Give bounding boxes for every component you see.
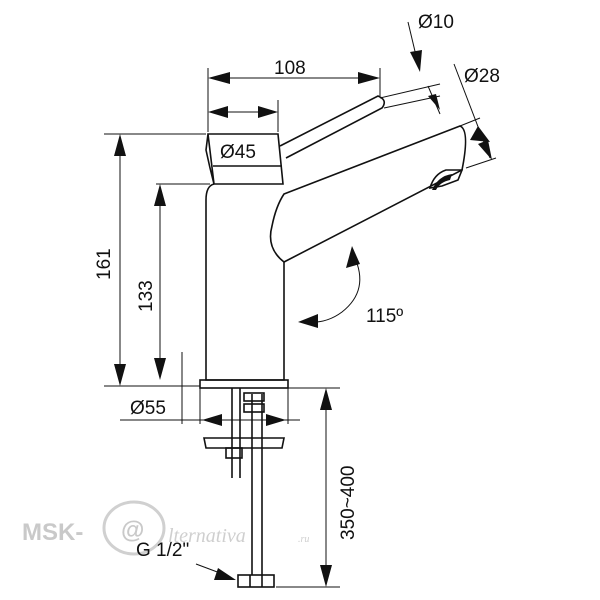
dim-hose-length-label: 350~400 <box>338 466 359 541</box>
hose-nut-top <box>243 392 265 402</box>
dim-base-diameter: Ø55 <box>120 352 300 426</box>
faucet-outline <box>199 95 467 588</box>
fixing-washer <box>203 437 285 449</box>
dim-body-height: 133 <box>136 183 210 380</box>
dim-body-height-label: 133 <box>136 280 157 312</box>
dim-lever-diameter-label: Ø10 <box>418 12 454 33</box>
aerator <box>428 169 464 189</box>
dim-handle-diameter: Ø45 <box>208 100 279 163</box>
dim-spout-diameter: Ø28 <box>453 63 500 169</box>
watermark-right: lternativa <box>168 525 246 547</box>
dim-rotation-angle: 115º <box>298 246 403 328</box>
dim-hose-length: 350~400 <box>276 387 359 588</box>
hose-nut-mid <box>243 403 265 413</box>
dim-total-height-label: 161 <box>94 248 115 280</box>
dim-thread: G 1/2" <box>136 540 236 580</box>
watermark-at: @ <box>121 517 144 544</box>
watermark-left: MSK- <box>22 519 83 546</box>
aerator-fill <box>432 174 452 190</box>
dim-total-height: 161 <box>94 133 206 387</box>
faucet-body <box>205 183 285 381</box>
fixing-nut <box>225 447 243 459</box>
dim-spout-diameter-label: Ø28 <box>464 66 500 87</box>
spout <box>269 125 467 263</box>
watermark-logo-ring <box>102 500 166 556</box>
handle-cap <box>205 133 284 185</box>
dim-spout-length: 108 <box>207 58 381 132</box>
base-plate <box>199 379 289 389</box>
dim-lever-diameter: Ø10 <box>379 12 454 115</box>
dim-rotation-angle-label: 115º <box>366 306 403 327</box>
hose-fitting <box>237 574 275 588</box>
dim-thread-label: G 1/2" <box>136 540 189 561</box>
watermark: MSK- @ lternativa .ru <box>22 500 309 556</box>
dim-spout-length-label: 108 <box>274 58 306 79</box>
lever-arm <box>279 95 386 159</box>
dim-base-diameter-label: Ø55 <box>130 398 166 419</box>
dim-handle-diameter-label: Ø45 <box>220 142 256 163</box>
watermark-tld: .ru <box>298 534 309 545</box>
